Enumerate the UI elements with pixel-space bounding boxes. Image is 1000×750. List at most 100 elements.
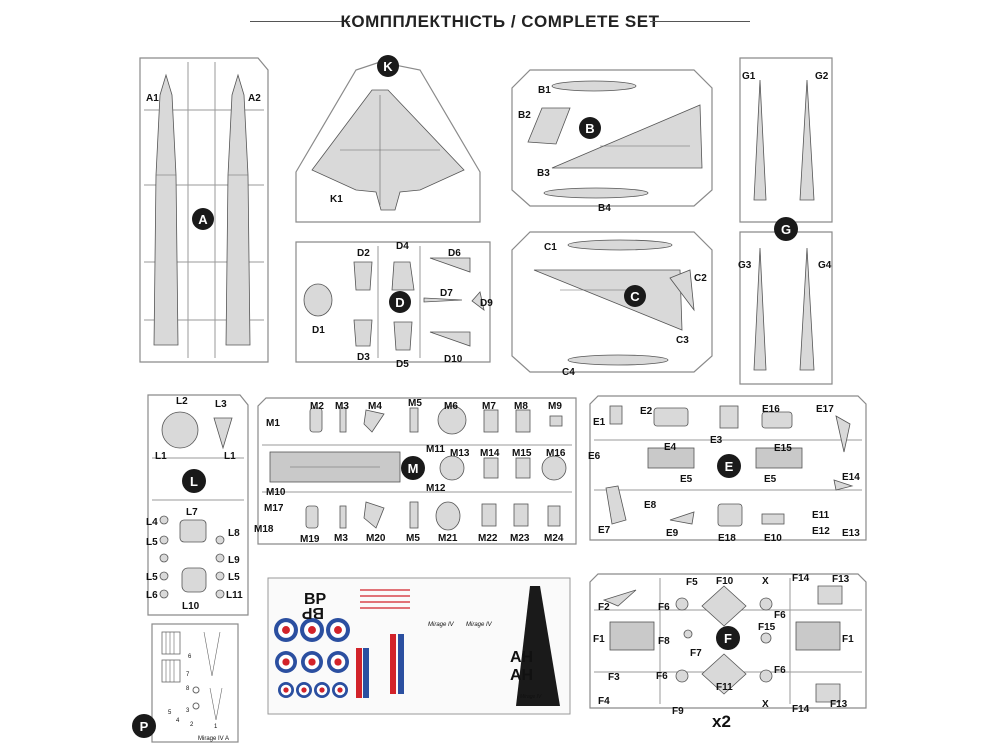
part-label: M13	[450, 448, 470, 459]
page-title: КОМППЛЕКТНІСТЬ / COMPLETE SET	[340, 12, 660, 31]
part-label: F4	[598, 696, 610, 707]
sprue-badge-B	[579, 117, 601, 139]
roundel-ring	[308, 626, 316, 634]
sprue-K: K K1	[295, 55, 481, 223]
part-label: M24	[544, 533, 564, 544]
part-label: E1	[593, 417, 606, 428]
part-label: G3	[738, 260, 752, 271]
part-label: A2	[248, 93, 261, 104]
sprue-letter-P: P	[140, 719, 149, 734]
part-label: D1	[312, 325, 325, 336]
sprue-badge-C	[624, 285, 646, 307]
pe-number: 1	[214, 724, 218, 730]
part-label: D2	[357, 248, 370, 259]
roundel-ring	[283, 687, 289, 693]
part-label: L11	[226, 590, 243, 601]
part-label: E10	[764, 533, 782, 544]
part-label: M6	[444, 401, 458, 412]
sprue-letter-M: M	[408, 461, 419, 476]
part-label: E5	[680, 474, 693, 485]
part-label: M21	[438, 533, 458, 544]
title-rule-left	[250, 21, 350, 22]
decal-sheet: BP BP AH AH Mirage IV Mirage IV Mirage I…	[267, 577, 571, 715]
roundel-ring	[301, 687, 307, 693]
sprue-letter-D: D	[395, 295, 404, 310]
roundel-ring	[282, 626, 290, 634]
part-label: M5	[406, 533, 420, 544]
roundel-ring	[319, 687, 325, 693]
sprue-badge-L	[182, 469, 206, 493]
sprue-letter-E: E	[725, 459, 734, 474]
part-label: D5	[396, 359, 409, 370]
part-label: L7	[186, 507, 198, 518]
pe-number: 6	[188, 654, 192, 660]
sprue-badge-M	[401, 456, 425, 480]
quantity-note: x2	[712, 712, 731, 731]
part-label: E17	[816, 404, 834, 415]
pe-number: 8	[186, 686, 190, 692]
part-label: E3	[710, 435, 723, 446]
sprue-badge-D	[389, 291, 411, 313]
sprue-letter-F: F	[724, 631, 732, 646]
part-label: D9	[480, 298, 493, 309]
part-label: F10	[716, 576, 734, 587]
sprue-badge-K	[377, 55, 399, 77]
photo-etch-label: Mirage IV A	[198, 736, 229, 742]
part-label: E12	[812, 526, 830, 537]
roundel-ring	[334, 658, 342, 666]
sprue-letter-C: C	[630, 289, 640, 304]
part-label: M10	[266, 487, 286, 498]
part-label: M5	[408, 398, 422, 409]
sprue-badge-P	[132, 714, 156, 738]
part-label: G2	[815, 71, 829, 82]
part-label: M23	[510, 533, 530, 544]
part-label: C2	[694, 273, 707, 284]
part-label: F14	[792, 704, 810, 715]
part-label: F7	[690, 648, 702, 659]
part-label: M9	[548, 401, 562, 412]
part-label: E9	[666, 528, 679, 539]
part-label: E7	[598, 525, 611, 536]
part-label: F11	[716, 682, 733, 693]
part-label: F1	[842, 634, 854, 645]
sprue-badge-G	[774, 217, 798, 241]
part-label: E18	[718, 533, 736, 544]
roundel-ring	[282, 658, 290, 666]
part-label: F2	[598, 602, 610, 613]
part-label: C1	[544, 242, 557, 253]
part-label: F9	[672, 706, 684, 717]
part-label: M7	[482, 401, 496, 412]
part-label: M1	[266, 418, 280, 429]
decal-text: Mirage IV	[428, 622, 455, 628]
roundel-ring	[308, 658, 316, 666]
part-label: F6	[656, 671, 668, 682]
pe-number: 2	[190, 722, 194, 728]
part-label: G4	[818, 260, 832, 271]
pe-number: 4	[176, 718, 180, 724]
part-label: B1	[538, 85, 551, 96]
part-label: D10	[444, 354, 463, 365]
decal-code: BP	[304, 591, 327, 608]
part-label: E15	[774, 443, 792, 454]
part-label: L5	[228, 572, 240, 583]
part-label: L5	[146, 537, 158, 548]
sprue-letter-G: G	[781, 222, 791, 237]
part-label: E16	[762, 404, 780, 415]
pe-number: 5	[168, 710, 172, 716]
part-label: K1	[330, 194, 343, 205]
sprue-M: M M1 M2 M3 M4 M5 M6 M7 M8 M9 M10 M11 M12…	[254, 397, 577, 545]
sprue-C: C C1 C2 C3 C4	[511, 231, 713, 378]
part-label: F15	[758, 622, 776, 633]
part-label: M15	[512, 448, 532, 459]
part-label: D3	[357, 352, 370, 363]
part-label: L10	[182, 601, 200, 612]
part-label: L1	[155, 451, 167, 462]
decal-text: Mirage IV	[520, 694, 542, 700]
part-label: M3	[335, 401, 349, 412]
sprue-E: E E1 E2 E3 E4 E5 E5 E6 E7 E8 E9 E10 E11 …	[588, 395, 867, 544]
pe-number: 7	[186, 672, 190, 678]
part-label: E2	[640, 406, 653, 417]
part-label: F6	[658, 602, 670, 613]
roundel-group	[274, 618, 350, 698]
